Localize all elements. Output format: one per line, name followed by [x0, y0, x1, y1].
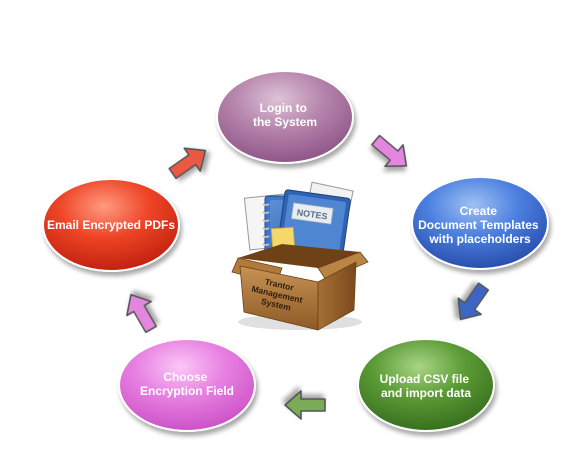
node-login-line-1: Login to: [260, 101, 307, 115]
management-box-illustration: NOTES Trantor Management System: [231, 181, 369, 331]
node-upload-csv: Upload CSV file and import data: [357, 338, 495, 432]
node-create-templates-line-3: with placeholders: [428, 232, 531, 246]
svg-text:Login to the System: Login to the System: [253, 101, 317, 129]
arrow-upload-to-choose: [284, 390, 326, 420]
node-upload-csv-line-2: and import data: [381, 386, 471, 400]
notes-folder-icon: NOTES: [276, 189, 351, 265]
node-choose-encryption-line-1: Choose: [163, 370, 207, 384]
node-choose-encryption-line-2: Encryption Field: [140, 384, 234, 398]
node-create-templates-line-2: Document Templates: [418, 218, 539, 232]
svg-text:Create Document Template: Create Document Templates with placehold…: [418, 204, 542, 246]
node-upload-csv-line-1: Upload CSV file: [380, 372, 470, 386]
svg-text:Email Encrypted PDFs: Email Encrypted PDFs: [47, 218, 175, 232]
node-email-pdfs: Email Encrypted PDFs: [42, 178, 180, 272]
node-email-pdfs-line-1: Email Encrypted PDFs: [47, 218, 175, 232]
node-create-templates-line-1: Create: [460, 204, 498, 218]
node-create-templates: Create Document Templates with placehold…: [411, 176, 549, 270]
node-login-line-2: the System: [253, 115, 317, 129]
arrow-email-to-login: [168, 147, 207, 180]
arrow-create-to-upload: [457, 282, 490, 321]
node-login: Login to the System: [216, 70, 354, 164]
arrow-login-to-create: [371, 134, 408, 168]
svg-text:Upload CSV file and impo: Upload CSV file and import data: [380, 372, 473, 400]
arrow-choose-to-email: [126, 293, 157, 334]
notes-label: NOTES: [296, 207, 328, 221]
svg-text:Choose Encryption Field: Choose Encryption Field: [140, 370, 234, 398]
node-choose-encryption: Choose Encryption Field: [118, 338, 256, 432]
